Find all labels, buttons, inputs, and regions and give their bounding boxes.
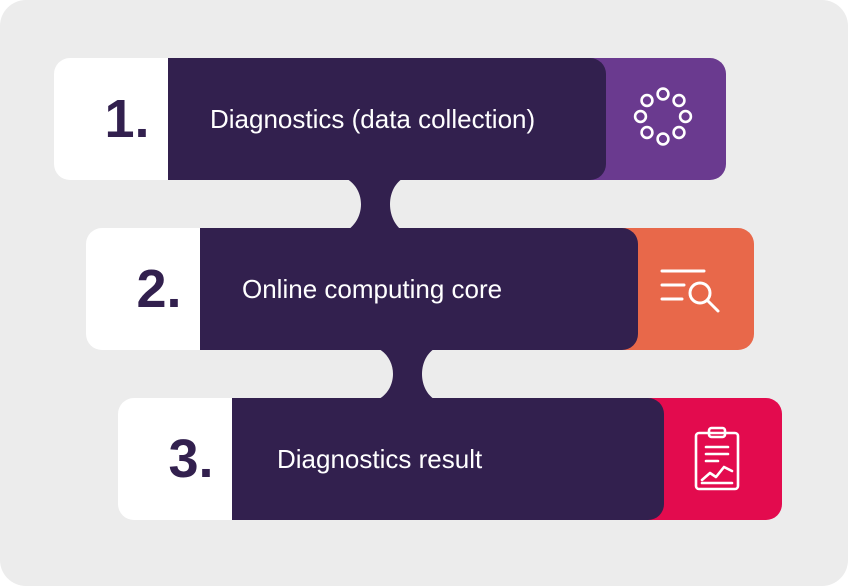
- connector-1-2: [340, 176, 408, 234]
- step-3: 3. Diagnostics result: [118, 398, 782, 520]
- step-3-number: 3.: [168, 429, 214, 489]
- step-3-label: Diagnostics result: [277, 444, 483, 474]
- step-2-bar: Online computing core: [200, 228, 638, 350]
- step-3-bar: Diagnostics result: [232, 398, 664, 520]
- step-1-bar: Diagnostics (data collection): [168, 58, 606, 180]
- clipboard-chart-icon: [694, 426, 740, 491]
- step-1-number: 1.: [104, 89, 150, 149]
- step-2-number: 2.: [136, 259, 182, 319]
- step-2-label: Online computing core: [242, 274, 503, 304]
- dots-ring-icon: [633, 87, 693, 146]
- connector-2-3: [372, 346, 440, 402]
- step-1: 1. Diagnostics (data collection): [54, 58, 726, 180]
- list-search-icon: [660, 269, 720, 313]
- step-1-label: Diagnostics (data collection): [210, 104, 536, 134]
- step-2: 2. Online computing core: [86, 228, 754, 350]
